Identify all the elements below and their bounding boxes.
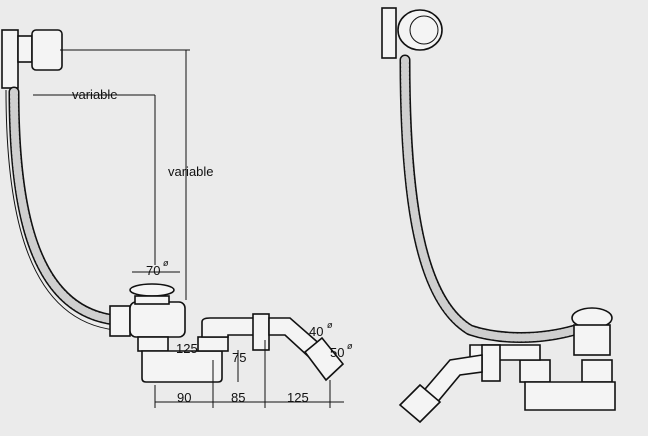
dim-width-85: 85 — [231, 390, 245, 405]
overflow-hose — [8, 86, 121, 326]
outlet-nut-3d — [481, 344, 501, 382]
overflow-plate — [1, 29, 19, 89]
dim-outlet-40: 40 — [309, 324, 323, 339]
overflow-neck — [17, 35, 33, 63]
diameter-symbol: ø — [163, 258, 169, 268]
overflow-hose-3d — [399, 54, 581, 343]
hose-connector — [109, 305, 131, 337]
overflow-plate-3d — [381, 7, 397, 59]
left-dimensioned-view: variable variable 70 ø 125 75 90 85 125 … — [1, 29, 353, 408]
waste-body-3d — [573, 324, 611, 356]
dim-outlet-50: 50 — [330, 345, 344, 360]
outlet-adapter-3d — [398, 383, 442, 424]
outlet-nut — [252, 313, 270, 351]
trap-nut-3d — [519, 359, 551, 383]
dim-width-125: 125 — [287, 390, 309, 405]
drain-plug — [129, 283, 175, 297]
diameter-symbol: ø — [327, 320, 333, 330]
outlet-adapter — [303, 336, 345, 382]
dim-horizontal-variable: variable — [72, 87, 118, 102]
diameter-symbol: ø — [347, 341, 353, 351]
right-perspective-view — [381, 7, 616, 424]
dim-width-90: 90 — [177, 390, 191, 405]
trap-elbow — [201, 317, 256, 338]
waste-body — [129, 301, 186, 338]
trap-nut-left — [137, 336, 169, 352]
trap-bowl — [141, 350, 223, 383]
dim-vertical-variable: variable — [168, 164, 214, 179]
trap-bowl-3d — [524, 381, 616, 411]
overflow-knob-3d — [397, 9, 443, 51]
dim-trap-height: 125 — [176, 341, 198, 356]
dim-drain-diameter: 70 — [146, 263, 160, 278]
trap-nut-right — [197, 336, 229, 352]
dim-outlet-height: 75 — [232, 350, 246, 365]
overflow-knob — [31, 29, 63, 71]
